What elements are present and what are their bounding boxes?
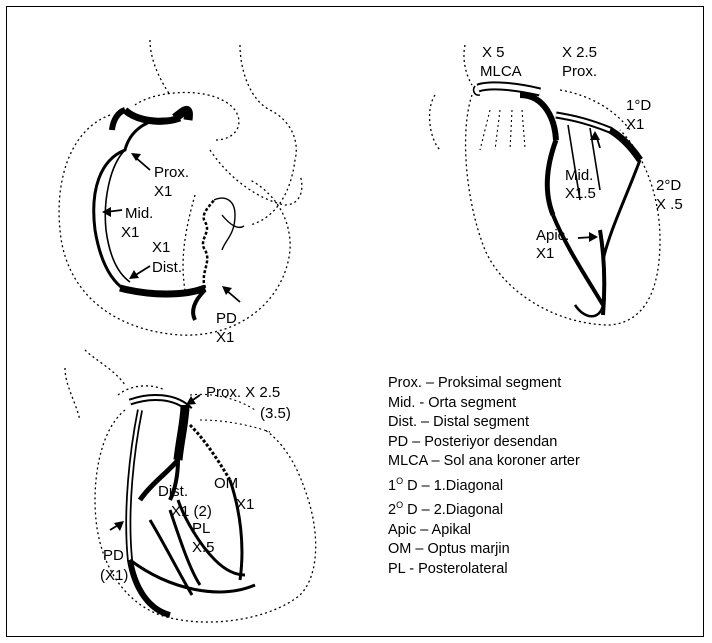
rca-mid-label: Mid. (125, 205, 153, 222)
legend-item: 1O D – 1.Diagonal (388, 472, 580, 496)
lad-apic-weight: X1 (536, 245, 554, 262)
legend-item: Prox. – Proksimal segment (388, 374, 580, 394)
legend-item: PL - Posterolateral (388, 560, 580, 580)
rca-prox-weight: X1 (154, 183, 172, 200)
lcx-dist-label: Dist. (158, 483, 188, 500)
legend-item: MLCA – Sol ana koroner arter (388, 452, 580, 472)
rca-prox-label: Prox. (154, 164, 189, 181)
legend-item: Apic – Apikal (388, 521, 580, 541)
lcx-dist-weight: X1 (2) (171, 503, 212, 520)
lcx-om-weight: X1 (236, 496, 254, 513)
lad-x5-label: X 5 (482, 44, 505, 61)
lad-labels: X 5 MLCA X 2.5 Prox. 1°D X1 Mid. X1.5 2°… (480, 44, 683, 262)
lad-prox-label: Prox. (562, 63, 597, 80)
lcx-pl-weight: X.5 (192, 539, 215, 556)
legend-item: PD – Posteriyor desendan (388, 433, 580, 453)
lcx-om-label: OM (214, 475, 238, 492)
lad-apic-label: Apic. (536, 227, 569, 244)
lcx-prox-label: Prox. X 2.5 (206, 384, 280, 401)
lad-x25-label: X 2.5 (562, 44, 597, 61)
lad-d2-weight: X .5 (656, 196, 683, 213)
lad-d2-label: 2°D (656, 177, 681, 194)
abbreviation-legend: Prox. – Proksimal segment Mid. - Orta se… (388, 374, 580, 580)
legend-item: Dist. – Distal segment (388, 413, 580, 433)
lcx-pl-label: PL (192, 520, 210, 537)
legend-item: Mid. - Orta segment (388, 394, 580, 414)
rca-mid-weight: X1 (121, 224, 139, 241)
lad-d1-weight: X1 (626, 116, 644, 133)
lad-d1-label: 1°D (626, 97, 651, 114)
lcx-pd-label: PD (103, 547, 124, 564)
rca-labels: Prox. X1 Mid. X1 X1 Dist. PD X1 (121, 164, 237, 346)
rca-pd-weight: X1 (216, 329, 234, 346)
lcx-prox-alt: (3.5) (260, 405, 291, 422)
rca-panel (59, 40, 302, 335)
lcx-pd-weight: (X1) (100, 567, 128, 584)
rca-dist-label: Dist. (152, 259, 182, 276)
legend-item: OM – Optus marjin (388, 540, 580, 560)
lad-panel (430, 45, 660, 325)
lad-mid-weight: X1.5 (565, 185, 596, 202)
legend-item: 2O D – 2.Diagonal (388, 496, 580, 520)
lad-mid-label: Mid. (565, 167, 593, 184)
rca-x1-label: X1 (152, 239, 170, 256)
lad-mlca-label: MLCA (480, 63, 522, 80)
rca-pd-label: PD (216, 310, 237, 327)
